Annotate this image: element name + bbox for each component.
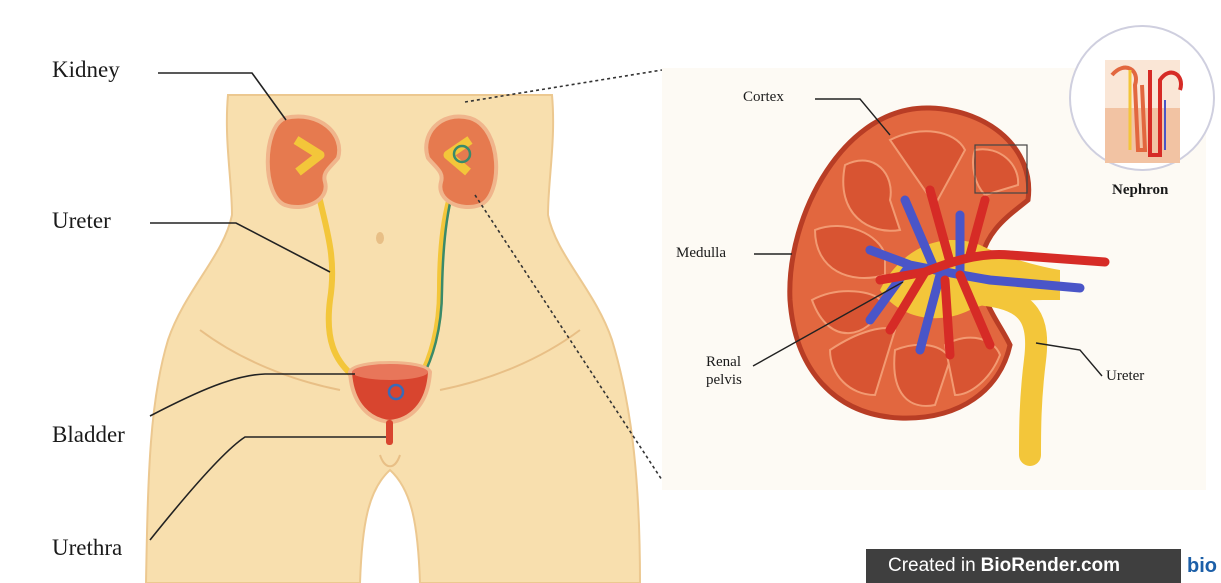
- urethra: [386, 420, 393, 445]
- label-renal-pelvis-line2: pelvis: [706, 372, 742, 389]
- biorender-logo-icon: bio: [1181, 549, 1221, 583]
- label-ureter-kidney: Ureter: [1106, 368, 1144, 385]
- body-silhouette: [146, 95, 640, 583]
- label-urethra: Urethra: [52, 535, 122, 561]
- label-ureter: Ureter: [52, 208, 111, 234]
- label-kidney: Kidney: [52, 57, 120, 83]
- biorender-watermark: Created in BioRender.com bio: [866, 549, 1221, 583]
- label-medulla: Medulla: [676, 245, 726, 262]
- label-bladder: Bladder: [52, 422, 125, 448]
- label-nephron: Nephron: [1112, 182, 1168, 199]
- watermark-brand: BioRender.com: [981, 555, 1120, 577]
- label-cortex: Cortex: [743, 89, 784, 106]
- nephron-inset: [1070, 26, 1214, 170]
- label-renal-pelvis-line1: Renal: [706, 354, 741, 371]
- watermark-prefix: Created in: [866, 555, 976, 577]
